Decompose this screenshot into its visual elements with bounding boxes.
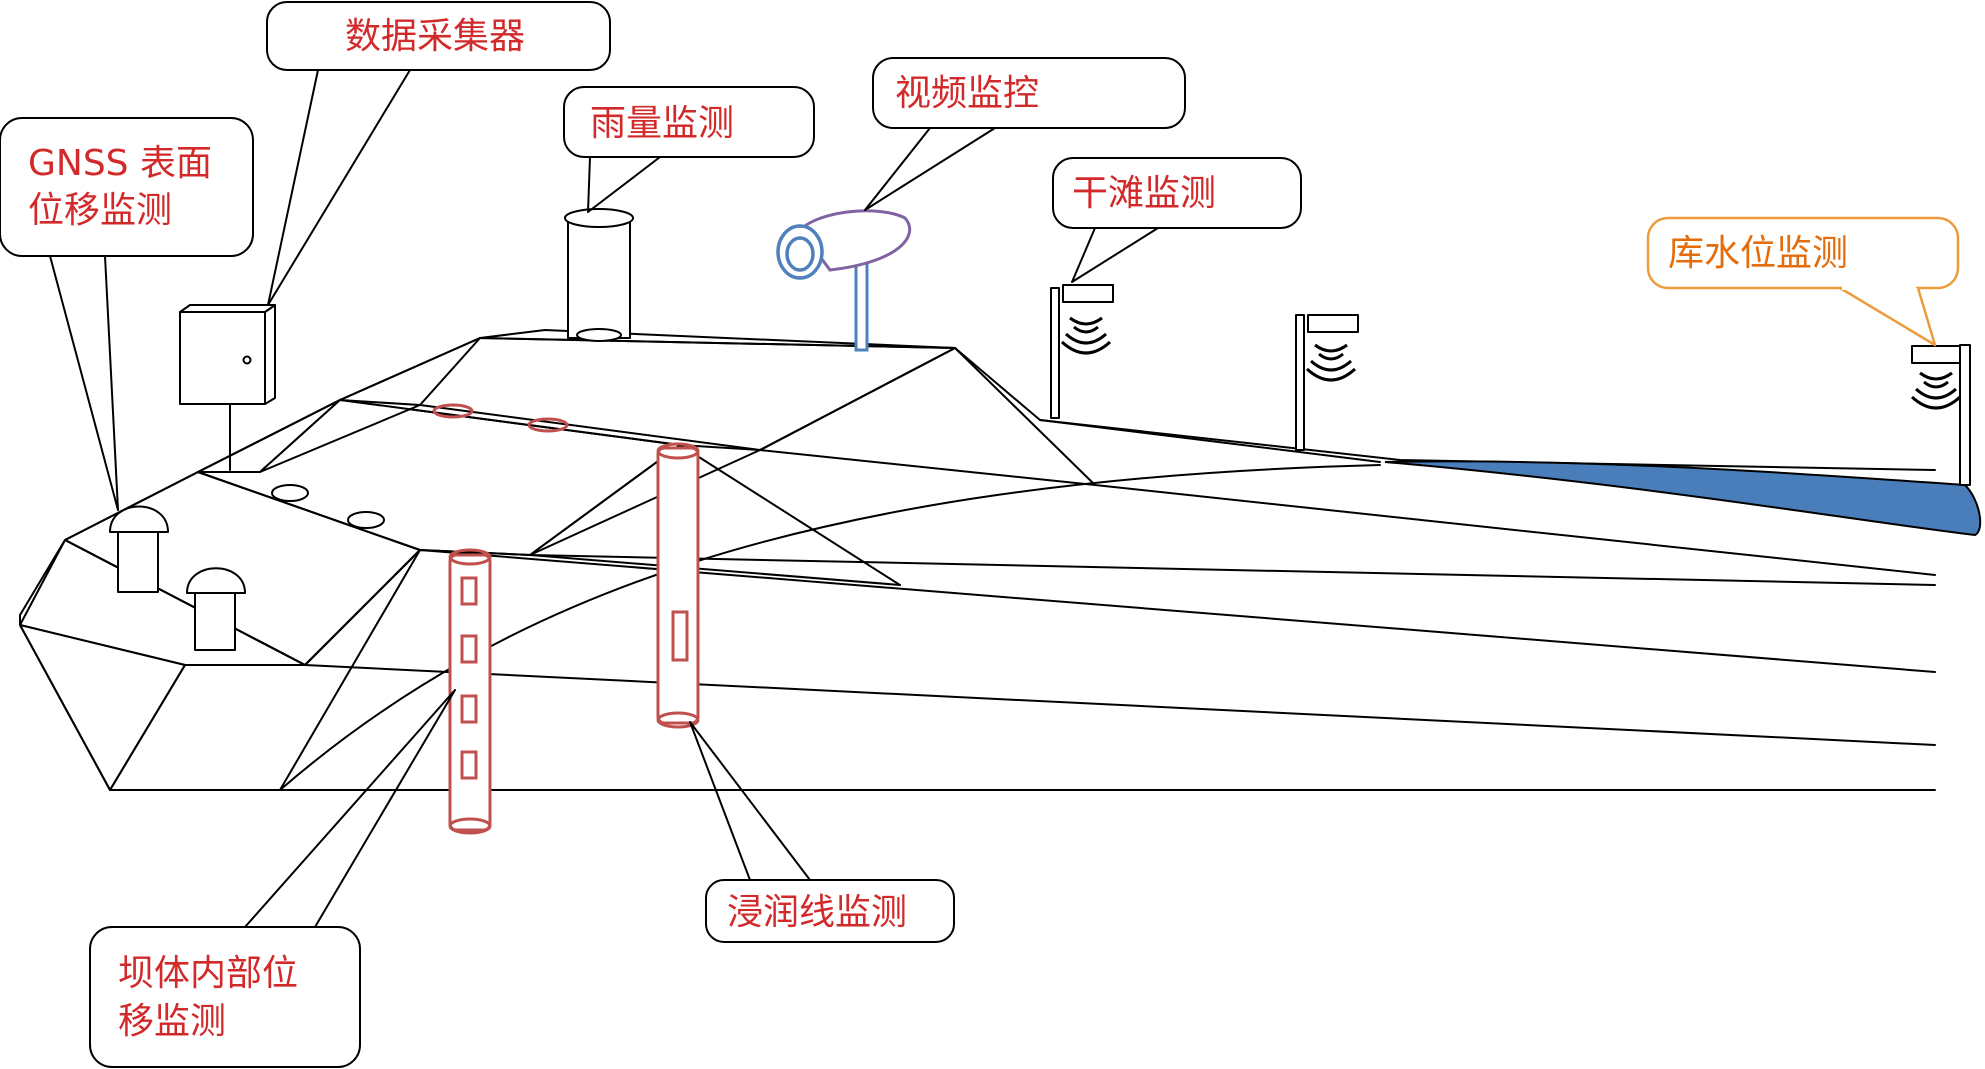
dam-edge-11 [304,664,1936,746]
gnss-label-line2: 位移监测 [28,190,172,231]
reservoir-level-sensor [1910,344,1971,486]
beach-surface-line [1039,419,1381,463]
bench-ring-2 [347,511,385,529]
crest-ring-red-2 [527,417,569,433]
dam-edge-10 [279,549,421,791]
video-label: 视频监控 [895,73,1039,114]
video-camera [776,209,912,352]
callout-dry-beach: 干滩监测 [1052,157,1302,283]
callout-reservoir-level: 库水位监测 [1646,216,1960,347]
rain-gauge [564,208,634,342]
dry-beach-label: 干滩监测 [1072,173,1216,214]
callout-video: 视频监控 [864,57,1186,211]
dam-edge-2 [109,664,186,791]
dam-structure [19,329,1936,791]
dam-crest-back [954,347,1041,421]
dam-edge-8 [529,554,901,586]
gnss-label-line1: GNSS 表面 [28,143,212,184]
dam-edge-7 [759,449,1096,486]
data-collector-label: 数据采集器 [345,16,525,57]
piezometer-pipe [656,442,700,729]
inclinometer-pipe [448,548,492,835]
gnss-dome-2 [186,567,246,651]
callout-rain-gauge: 雨量监测 [563,86,815,213]
dam-edge-14 [1039,419,1936,471]
callout-internal-displacement: 坝体内部位 移监测 [89,689,456,1068]
callout-gnss: GNSS 表面 位移监测 [0,117,254,511]
callout-seepage: 浸润线监测 [689,721,955,943]
dam-edge-13 [529,554,1936,586]
dam-bench-3-slope [259,399,421,473]
bench-ring-1 [271,484,309,502]
dam-edge-9 [679,444,901,586]
data-collector-box [179,304,276,471]
seepage-label: 浸润线监测 [727,892,907,933]
dry-beach-sensor-2 [1295,314,1359,451]
dam-edge-15 [1094,484,1936,576]
crest-ring-red-1 [432,403,474,419]
internal-displacement-label-line2: 移监测 [118,1001,226,1042]
rain-gauge-label: 雨量监测 [590,103,734,144]
reservoir-water [1384,460,1982,537]
dry-beach-sensor-1 [1050,284,1114,419]
internal-displacement-label-line1: 坝体内部位 [118,953,298,994]
reservoir-level-label: 库水位监测 [1668,233,1848,274]
gnss-dome-1 [109,505,169,593]
callout-data-collector: 数据采集器 [266,1,611,306]
